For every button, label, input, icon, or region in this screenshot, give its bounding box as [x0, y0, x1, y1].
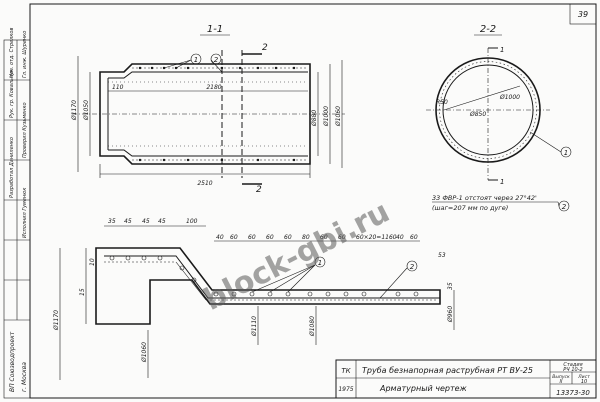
spacing-2: 45: [124, 218, 132, 225]
title-year: 1975: [338, 386, 353, 393]
dim-d1000: Ø1000: [323, 106, 330, 127]
dim-d1060: Ø1060: [335, 106, 342, 127]
section-mark-bottom: 2: [256, 185, 262, 195]
lower-callout-1-bubble: [314, 256, 326, 268]
cs-dim-r: R50: [436, 99, 448, 106]
side-dim-10: 10: [89, 258, 96, 266]
stamp-8: г. Москва: [21, 362, 28, 392]
section-2-2: 2-2 1 1 Ø1000 Ø850 R50 1 2 33 ФВР-1 отст…: [426, 24, 572, 212]
cs-dim-1000: Ø1000: [499, 94, 520, 101]
stamp-5: Разработал Даниленко: [9, 137, 15, 198]
cs-mark-bottom: 1: [500, 178, 504, 186]
issue-value: II: [560, 379, 563, 385]
callout-1: 1: [194, 56, 198, 64]
stamp-2: Гл. инж. Шуренко: [22, 31, 28, 78]
rebar-spacing-9: 60×20=1160: [356, 234, 397, 241]
cs-callout-1: 1: [564, 149, 568, 157]
stamp-1: Нач. отд. Стрелков: [9, 28, 15, 78]
rebar-spacing-7: 60: [320, 234, 328, 241]
title-block: ТК 1975 Труба безнапорная раструбная РТ …: [335, 359, 597, 399]
dim-2510: 2510: [197, 180, 212, 187]
spacing-5: 100: [186, 218, 198, 225]
section-mark-top: 2: [262, 43, 268, 53]
dim-d880: Ø880: [311, 110, 318, 127]
stamp-4: Проверил Кузьменко: [22, 102, 28, 158]
rebar-spacing-10: 40: [396, 234, 404, 241]
spacing-1: 35: [108, 218, 116, 225]
section-2-2-label: 2-2: [480, 24, 496, 35]
side-dim-1060: Ø1060: [141, 342, 148, 363]
socket-outline: [95, 247, 441, 325]
stamp-6: Исполнил Гуменюк: [22, 188, 28, 238]
side-dim-1110: Ø1110: [251, 316, 258, 337]
rebar-spacing-1: 40: [216, 234, 224, 241]
rebar-spacing-11: 60: [410, 234, 418, 241]
callout-2: 2: [214, 56, 219, 64]
rebar-spacing-6: 80: [302, 234, 310, 241]
dim-d1050: Ø1050: [83, 100, 90, 121]
lower-callout-2: 2: [410, 263, 415, 271]
cs-dim-850: Ø850: [469, 111, 486, 118]
watermark: block-gbi.ru: [198, 194, 395, 318]
title-main: Труба безнапорная раструбная РТ ВУ-25: [362, 366, 533, 375]
section-1-1: 1-1 2 2 1: [71, 24, 345, 195]
stamp-3: Рук. гр. Ковальчук: [9, 69, 15, 118]
side-dim-1170: Ø1170: [53, 310, 60, 331]
dim-d1170: Ø1170: [71, 100, 78, 121]
side-dim-15: 15: [79, 288, 86, 296]
dim-2180: 2180: [206, 84, 221, 91]
side-dim-35: 35: [447, 282, 454, 290]
rebar-spacing-8: 60: [338, 234, 346, 241]
sheet-value: 10: [581, 379, 587, 385]
rebar-spacing-4: 60: [266, 234, 274, 241]
sheet-label: Лист: [577, 374, 590, 380]
issue-label: Выпуск: [552, 374, 570, 380]
note-line-1: 33 ФВР-1 отстоят через 27°42': [432, 194, 537, 202]
stage-value: РЧ 10-2: [563, 367, 582, 373]
cs-mark-top: 1: [500, 46, 504, 54]
doc-number: 13373-30: [556, 389, 590, 397]
socket-rebar-points: [109, 255, 419, 297]
side-dim-960: Ø960: [447, 306, 454, 323]
page-number: 39: [578, 10, 588, 19]
stamp-7: ВП Союзводпроект: [9, 331, 16, 392]
rebar-spacing-3: 60: [248, 234, 256, 241]
title-code: ТК: [341, 367, 351, 375]
callout-2-bubble: [210, 53, 222, 65]
section-1-1-label: 1-1: [207, 24, 223, 35]
spacing-3: 45: [142, 218, 150, 225]
rebar-spacing-2: 60: [230, 234, 238, 241]
callout-1-bubble: [190, 53, 202, 65]
spacing-4: 45: [158, 218, 166, 225]
side-dim-53: 53: [438, 252, 446, 259]
rebar-spacing-5: 60: [284, 234, 292, 241]
cs-callout-2: 2: [562, 203, 567, 211]
side-dim-1080: Ø1080: [309, 316, 316, 337]
stage-label: Стадия: [563, 362, 582, 368]
lower-callout-2-bubble: [406, 260, 418, 272]
page-number-box: [569, 3, 597, 25]
lower-callout-1: 1: [318, 259, 322, 267]
title-sub: Арматурный чертеж: [379, 384, 468, 393]
dim-110: 110: [112, 84, 124, 91]
side-stamp-column: Нач. отд. Стрелков Гл. инж. Шуренко Рук.…: [3, 28, 31, 399]
note-line-2: (шаг=207 мм по дуге): [432, 204, 508, 212]
socket-detail: 35 45 45 45 100 40 60 60 60 60 80 60 60 …: [53, 218, 455, 380]
